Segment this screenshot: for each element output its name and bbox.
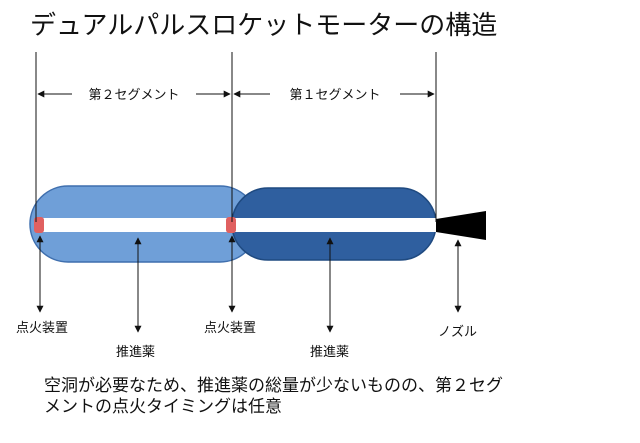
- segment-2-label: 第２セグメント: [88, 88, 179, 103]
- propellant-right-label: 推進薬: [310, 345, 349, 360]
- diagram-title: デュアルパルスロケットモーターの構造: [30, 11, 497, 41]
- explanatory-note: 空洞が必要なため、推進薬の総量が少ないものの、第２セグ メントの点火タイミングは…: [44, 376, 624, 418]
- igniter-mid-label: 点火装置: [204, 321, 256, 336]
- nozzle-label: ノズル: [438, 324, 477, 340]
- igniter-left-label: 点火装置: [16, 321, 68, 336]
- propellant-left-label: 推進薬: [116, 345, 155, 360]
- nozzle-shape: [436, 211, 486, 240]
- note-line-1: 空洞が必要なため、推進薬の総量が少ないものの、第２セグ: [44, 376, 503, 396]
- note-line-2: メントの点火タイミングは任意: [44, 397, 282, 417]
- segment-1-label: 第１セグメント: [289, 88, 380, 103]
- central-bore: [36, 218, 438, 232]
- igniter-mid-shape: [226, 217, 236, 233]
